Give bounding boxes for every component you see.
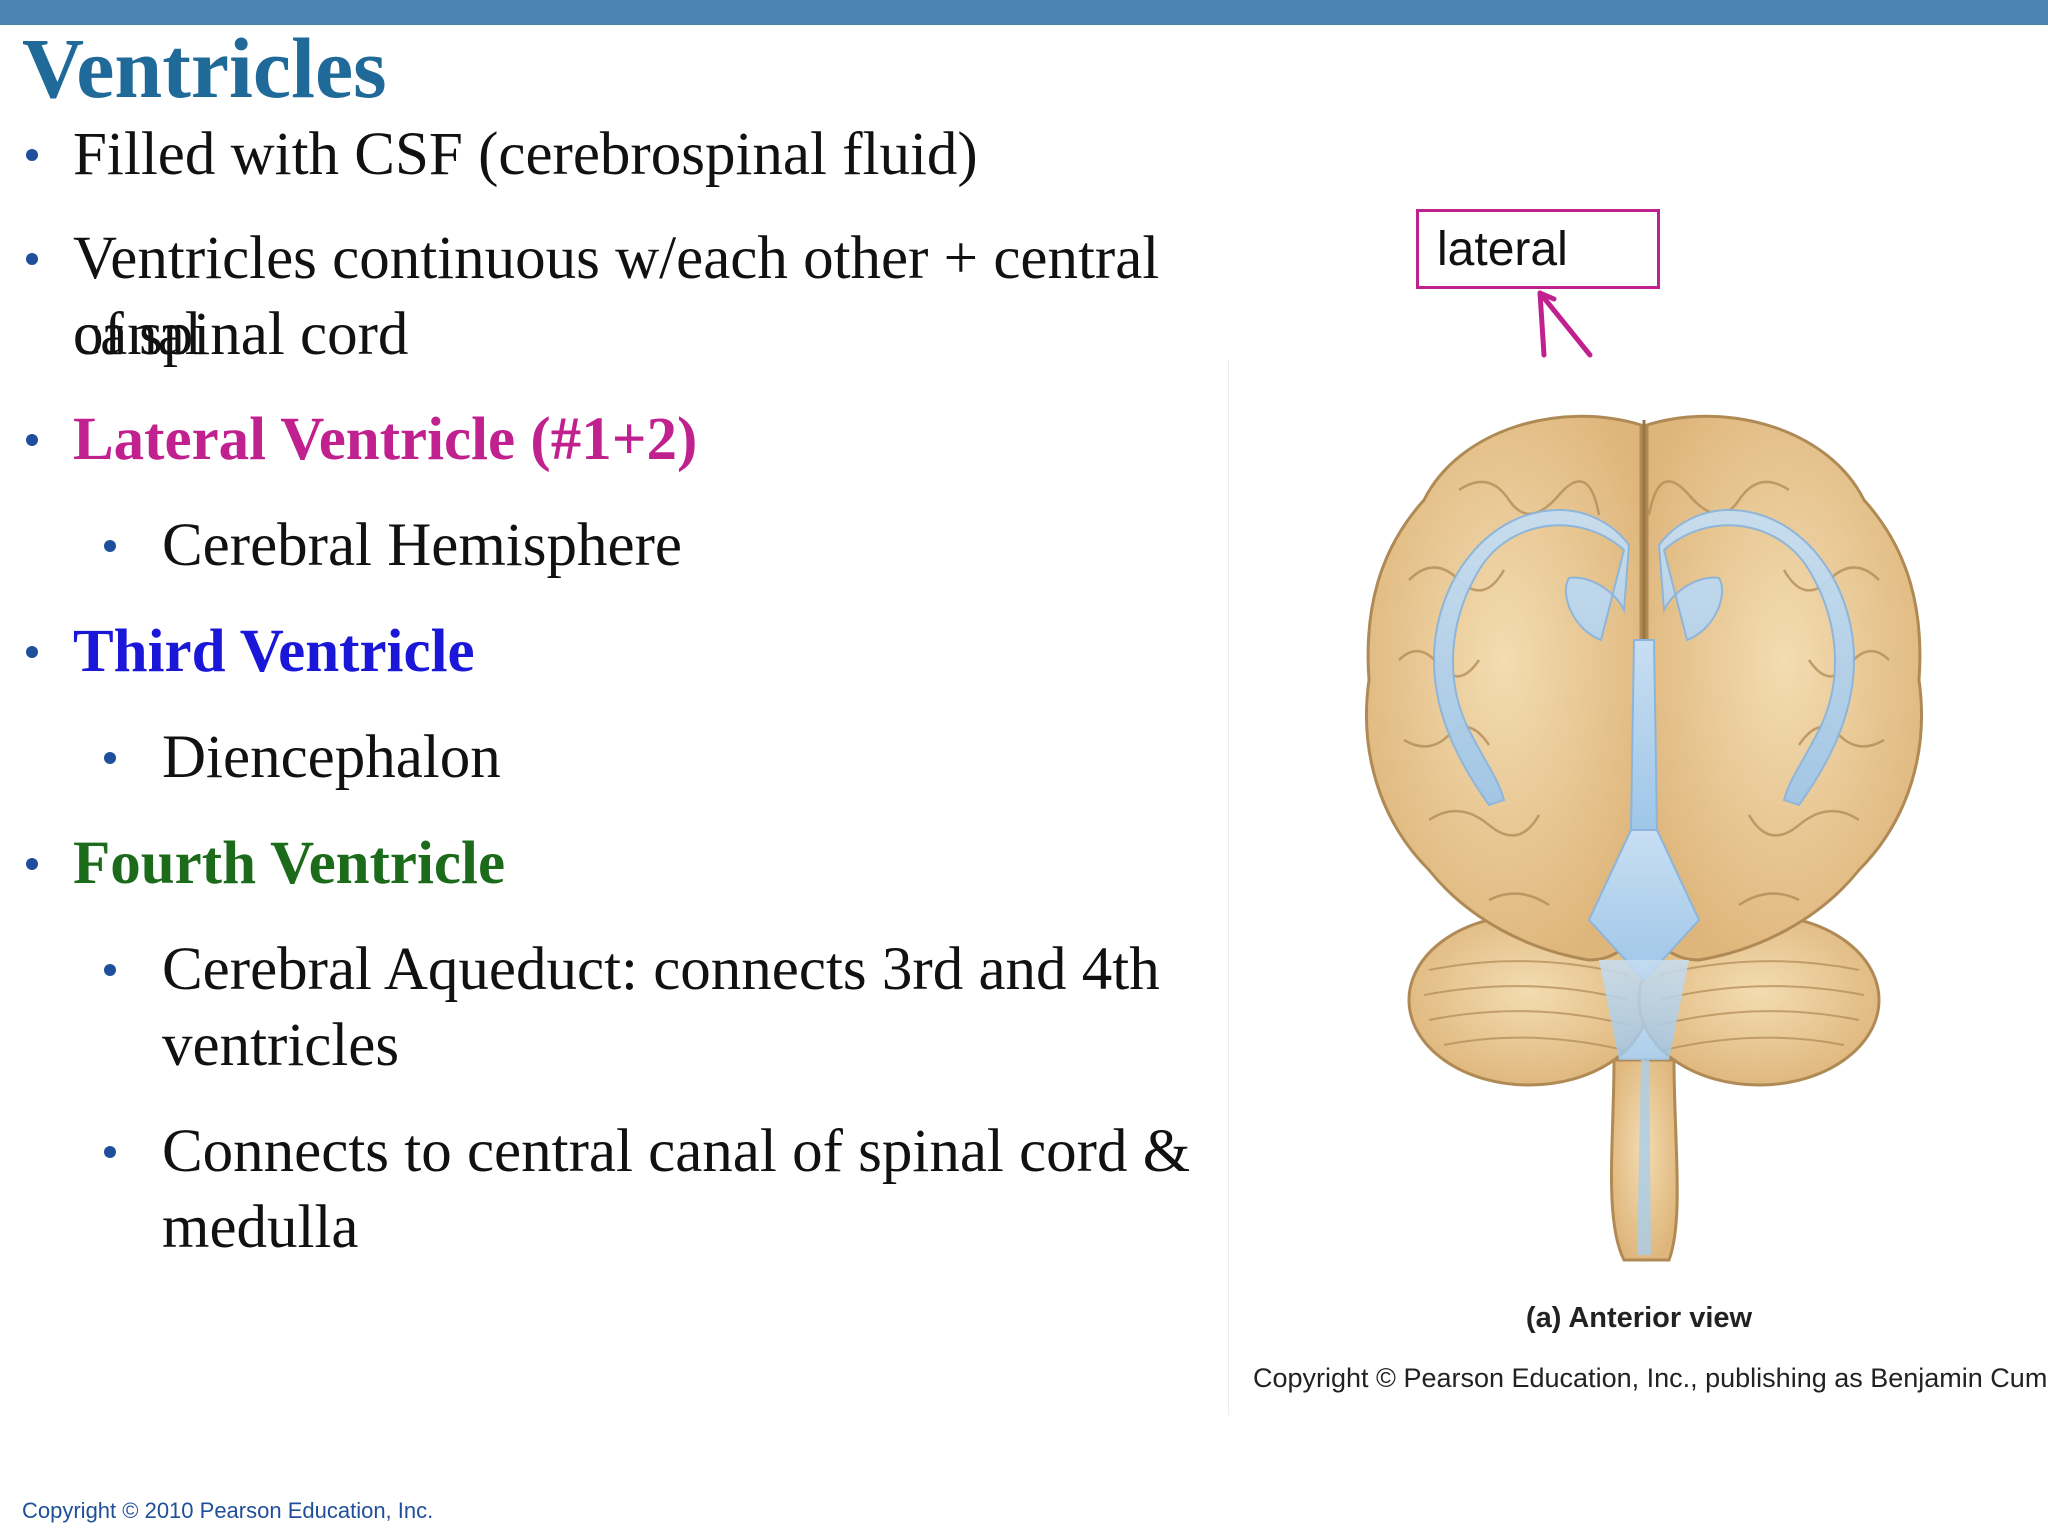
annotation-arrow-icon [1537,290,1593,358]
sub-bullet-aqueduct-line2: ventricles [162,1012,400,1079]
annotation-lateral-box: lateral [1416,209,1660,289]
left-lateral-ventricle [1432,508,1631,807]
bullet-dot [26,434,38,446]
sub-bullet-dot [104,540,116,552]
brain-anterior-illustration [1365,414,1923,1262]
sub-bullet-central-canal-line1: Connects to central canal of spinal cord… [162,1118,1191,1185]
sub-bullet-dot [104,964,116,976]
left-hemisphere [1365,414,1643,962]
figure-copyright: Copyright © Pearson Education, Inc., pub… [1253,1363,2048,1393]
bullet-dot [26,858,38,870]
top-accent-bar [0,0,2048,25]
bullet-fourth-ventricle: Fourth Ventricle [73,830,506,897]
bullet-dot [26,149,38,161]
sub-bullet-dot [104,1146,116,1158]
bullet-dot [26,253,38,265]
bullet-csf: Filled with CSF (cerebrospinal fluid) [73,121,978,188]
bullet-lateral-ventricle: Lateral Ventricle (#1+2) [73,406,698,473]
bullet-third-ventricle: Third Ventricle [73,618,475,685]
bullet-continuous-line1: Ventricles continuous w/each other + cen… [73,225,1160,368]
figure-caption: (a) Anterior view [1525,1302,1753,1334]
sub-bullet-cerebral-hemisphere: Cerebral Hemisphere [162,512,682,579]
annotation-lateral-label: lateral [1437,223,1568,276]
bullet-dot [26,646,38,658]
brainstem-canal [1599,960,1689,1060]
brain-figure: (a) Anterior view Copyright © Pearson Ed… [1228,360,2048,1415]
slide-title: Ventricles [22,20,387,116]
fourth-ventricle [1587,829,1701,982]
sub-bullet-dot [104,752,116,764]
footer-copyright: Copyright © 2010 Pearson Education, Inc. [22,1498,434,1523]
right-hemisphere [1645,414,1923,962]
sub-bullet-central-canal-line2: medulla [162,1194,359,1261]
central-canal [1637,1060,1651,1255]
sub-bullet-diencephalon: Diencephalon [162,724,501,791]
right-lateral-ventricle [1657,508,1856,807]
bullet-list: Filled with CSF (cerebrospinal fluid) Ve… [26,121,1191,1261]
third-ventricle [1629,639,1659,831]
bullet-continuous-line2: of spinal cord [73,301,409,368]
sub-bullet-aqueduct-line1: Cerebral Aqueduct: connects 3rd and 4th [162,936,1160,1003]
